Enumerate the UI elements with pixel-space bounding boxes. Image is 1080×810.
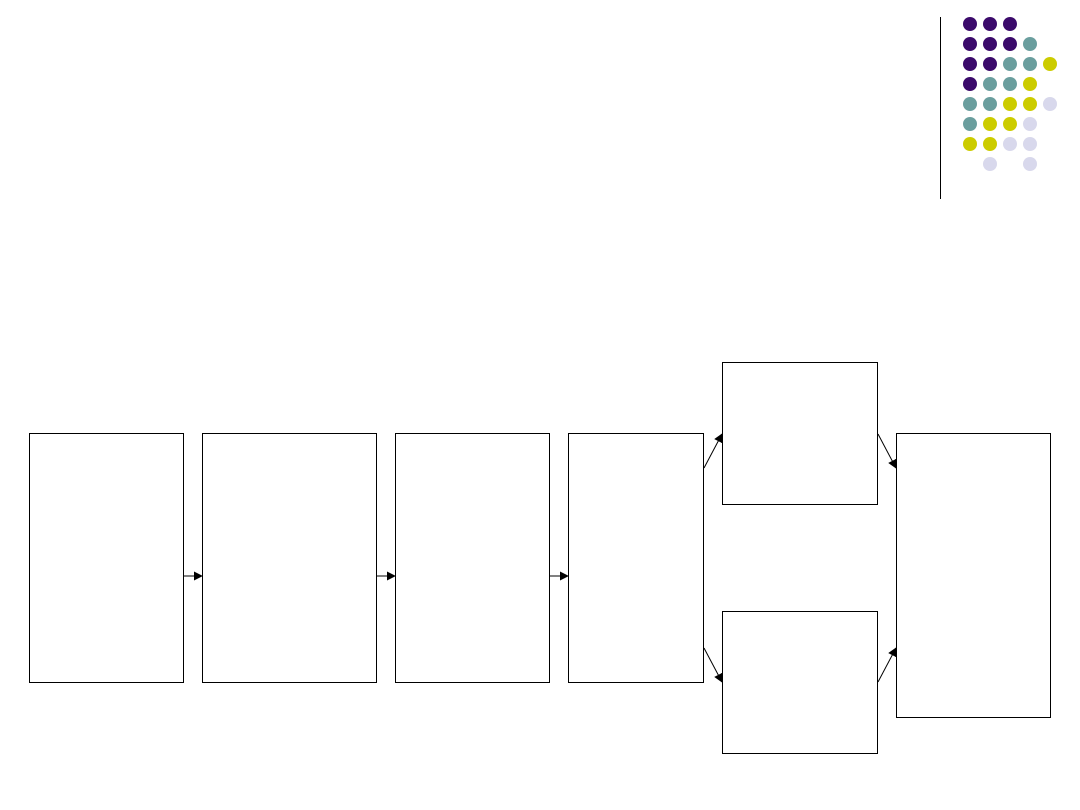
flow-box-3 — [395, 433, 550, 683]
dot-lavender — [983, 157, 997, 171]
arrow-e-to-g — [877, 433, 897, 469]
dot-yellow — [1043, 57, 1057, 71]
dot-purple — [963, 77, 977, 91]
dot-teal — [963, 117, 977, 131]
dot-purple — [983, 37, 997, 51]
dot-yellow — [983, 137, 997, 151]
flow-box-7-final — [896, 433, 1051, 718]
dot-lavender — [1003, 137, 1017, 151]
dot-teal — [1003, 77, 1017, 91]
dot-yellow — [1003, 117, 1017, 131]
dot-yellow — [983, 117, 997, 131]
dot-yellow — [1023, 77, 1037, 91]
dot-teal — [983, 77, 997, 91]
dot-yellow — [963, 137, 977, 151]
flow-box-2 — [202, 433, 377, 683]
dot-purple — [1003, 17, 1017, 31]
dot-purple — [983, 57, 997, 71]
flow-box-6-lower — [722, 611, 878, 754]
dot-lavender — [1023, 137, 1037, 151]
dot-teal — [983, 97, 997, 111]
dot-lavender — [1023, 117, 1037, 131]
dot-purple — [963, 37, 977, 51]
arrow-d-to-f — [703, 647, 723, 683]
dot-teal — [1023, 37, 1037, 51]
dot-teal — [1023, 57, 1037, 71]
dot-purple — [1003, 37, 1017, 51]
flow-box-5-upper — [722, 362, 878, 505]
flow-box-4 — [568, 433, 704, 683]
dot-purple — [963, 17, 977, 31]
dot-teal — [1003, 57, 1017, 71]
dot-yellow — [1003, 97, 1017, 111]
dot-purple — [983, 17, 997, 31]
arrow-d-to-e — [703, 433, 723, 469]
dot-lavender — [1023, 157, 1037, 171]
dot-lavender — [1043, 97, 1057, 111]
dot-teal — [963, 97, 977, 111]
vertical-divider — [940, 17, 941, 199]
dot-yellow — [1023, 97, 1037, 111]
dot-purple — [963, 57, 977, 71]
flow-box-1 — [29, 433, 184, 683]
arrow-f-to-g — [877, 647, 897, 683]
